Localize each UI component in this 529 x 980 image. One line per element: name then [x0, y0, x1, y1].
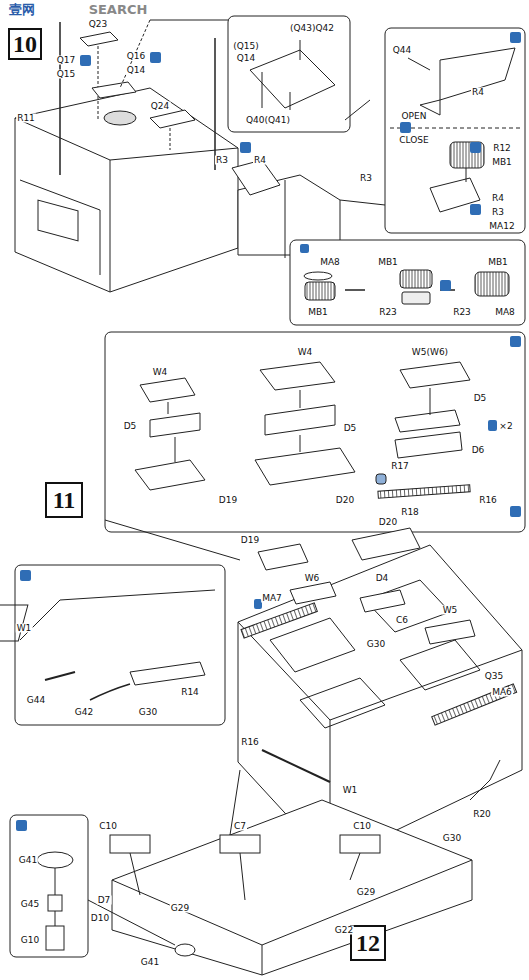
- part-number: R12: [492, 144, 512, 153]
- part-number: R4: [491, 194, 505, 203]
- part-number: MA8: [494, 308, 516, 317]
- part-number: MA12: [488, 222, 515, 231]
- part-number: G29: [356, 888, 376, 897]
- part-number: MA7: [261, 594, 283, 603]
- part-number: R4: [471, 88, 485, 97]
- part-number: W5(W6): [411, 348, 449, 357]
- step-text: 11: [53, 488, 76, 512]
- part-number: D5: [123, 422, 138, 431]
- part-number: W1: [342, 786, 359, 795]
- part-number: G10: [20, 936, 40, 945]
- part-number: R3: [215, 156, 229, 165]
- part-number: D5: [473, 394, 488, 403]
- part-number: ×2: [498, 422, 513, 431]
- part-number: G45: [20, 900, 40, 909]
- part-number: (Q43)Q42: [289, 24, 335, 33]
- part-number: MA6: [491, 688, 513, 697]
- part-number: R23: [452, 308, 472, 317]
- step-number: 12: [350, 925, 386, 961]
- step-number: 10: [8, 28, 42, 60]
- part-number: G30: [138, 708, 158, 717]
- part-number: R3: [359, 174, 373, 183]
- part-number: G41: [18, 856, 38, 865]
- step-number: 11: [45, 482, 83, 518]
- step-text: 10: [13, 32, 37, 56]
- part-number: D6: [471, 446, 486, 455]
- part-number: MB1: [487, 258, 509, 267]
- part-number: G44: [26, 696, 46, 705]
- part-number: Q40(Q41): [245, 116, 291, 125]
- part-number: MB1: [307, 308, 329, 317]
- part-number: Q24: [150, 102, 171, 111]
- part-number: Q35: [484, 672, 505, 681]
- part-number: (Q15): [232, 42, 260, 51]
- part-number: G42: [74, 708, 94, 717]
- step-text: 12: [356, 931, 380, 955]
- part-number: R20: [472, 810, 492, 819]
- part-number: D20: [378, 518, 398, 527]
- part-number: D19: [240, 536, 260, 545]
- part-number: R23: [378, 308, 398, 317]
- part-number: Q15: [56, 70, 77, 79]
- part-number: G41: [140, 958, 160, 967]
- part-number: C7: [233, 822, 247, 831]
- part-number: R4: [253, 156, 267, 165]
- watermark: SEARCH: [88, 3, 149, 16]
- part-number: G30: [442, 834, 462, 843]
- part-number: Q14: [236, 54, 257, 63]
- part-number: R18: [400, 508, 420, 517]
- part-number: R17: [390, 462, 410, 471]
- part-number: G29: [170, 904, 190, 913]
- part-number: Q17: [56, 56, 77, 65]
- part-number: MA8: [319, 258, 341, 267]
- part-number: R16: [240, 738, 260, 747]
- part-number: D19: [218, 496, 238, 505]
- part-number: D7: [97, 896, 112, 905]
- part-number: R16: [478, 496, 498, 505]
- part-number: G30: [366, 640, 386, 649]
- part-number: MB1: [377, 258, 399, 267]
- part-number: C6: [395, 616, 409, 625]
- part-number: R14: [180, 688, 200, 697]
- part-number: CLOSE: [398, 136, 429, 145]
- part-number: C10: [352, 822, 372, 831]
- part-number: D4: [375, 574, 390, 583]
- part-number: D20: [335, 496, 355, 505]
- watermark: 壹网: [8, 3, 36, 16]
- part-number: R11: [16, 114, 36, 123]
- part-number: D5: [343, 424, 358, 433]
- part-number: D10: [90, 914, 110, 923]
- part-number: MB1: [491, 158, 513, 167]
- part-number: W4: [297, 348, 314, 357]
- part-number: W5: [442, 606, 459, 615]
- part-number: Q14: [126, 66, 147, 75]
- part-number: C10: [98, 822, 118, 831]
- part-number: W6: [304, 574, 321, 583]
- part-number: R3: [491, 208, 505, 217]
- part-number: G22: [334, 926, 354, 935]
- part-number: W4: [152, 368, 169, 377]
- part-number: Q44: [392, 46, 413, 55]
- part-number: OPEN: [401, 112, 428, 121]
- part-number: Q16: [126, 52, 147, 61]
- part-number: W1: [16, 624, 33, 633]
- part-number: Q23: [88, 20, 109, 29]
